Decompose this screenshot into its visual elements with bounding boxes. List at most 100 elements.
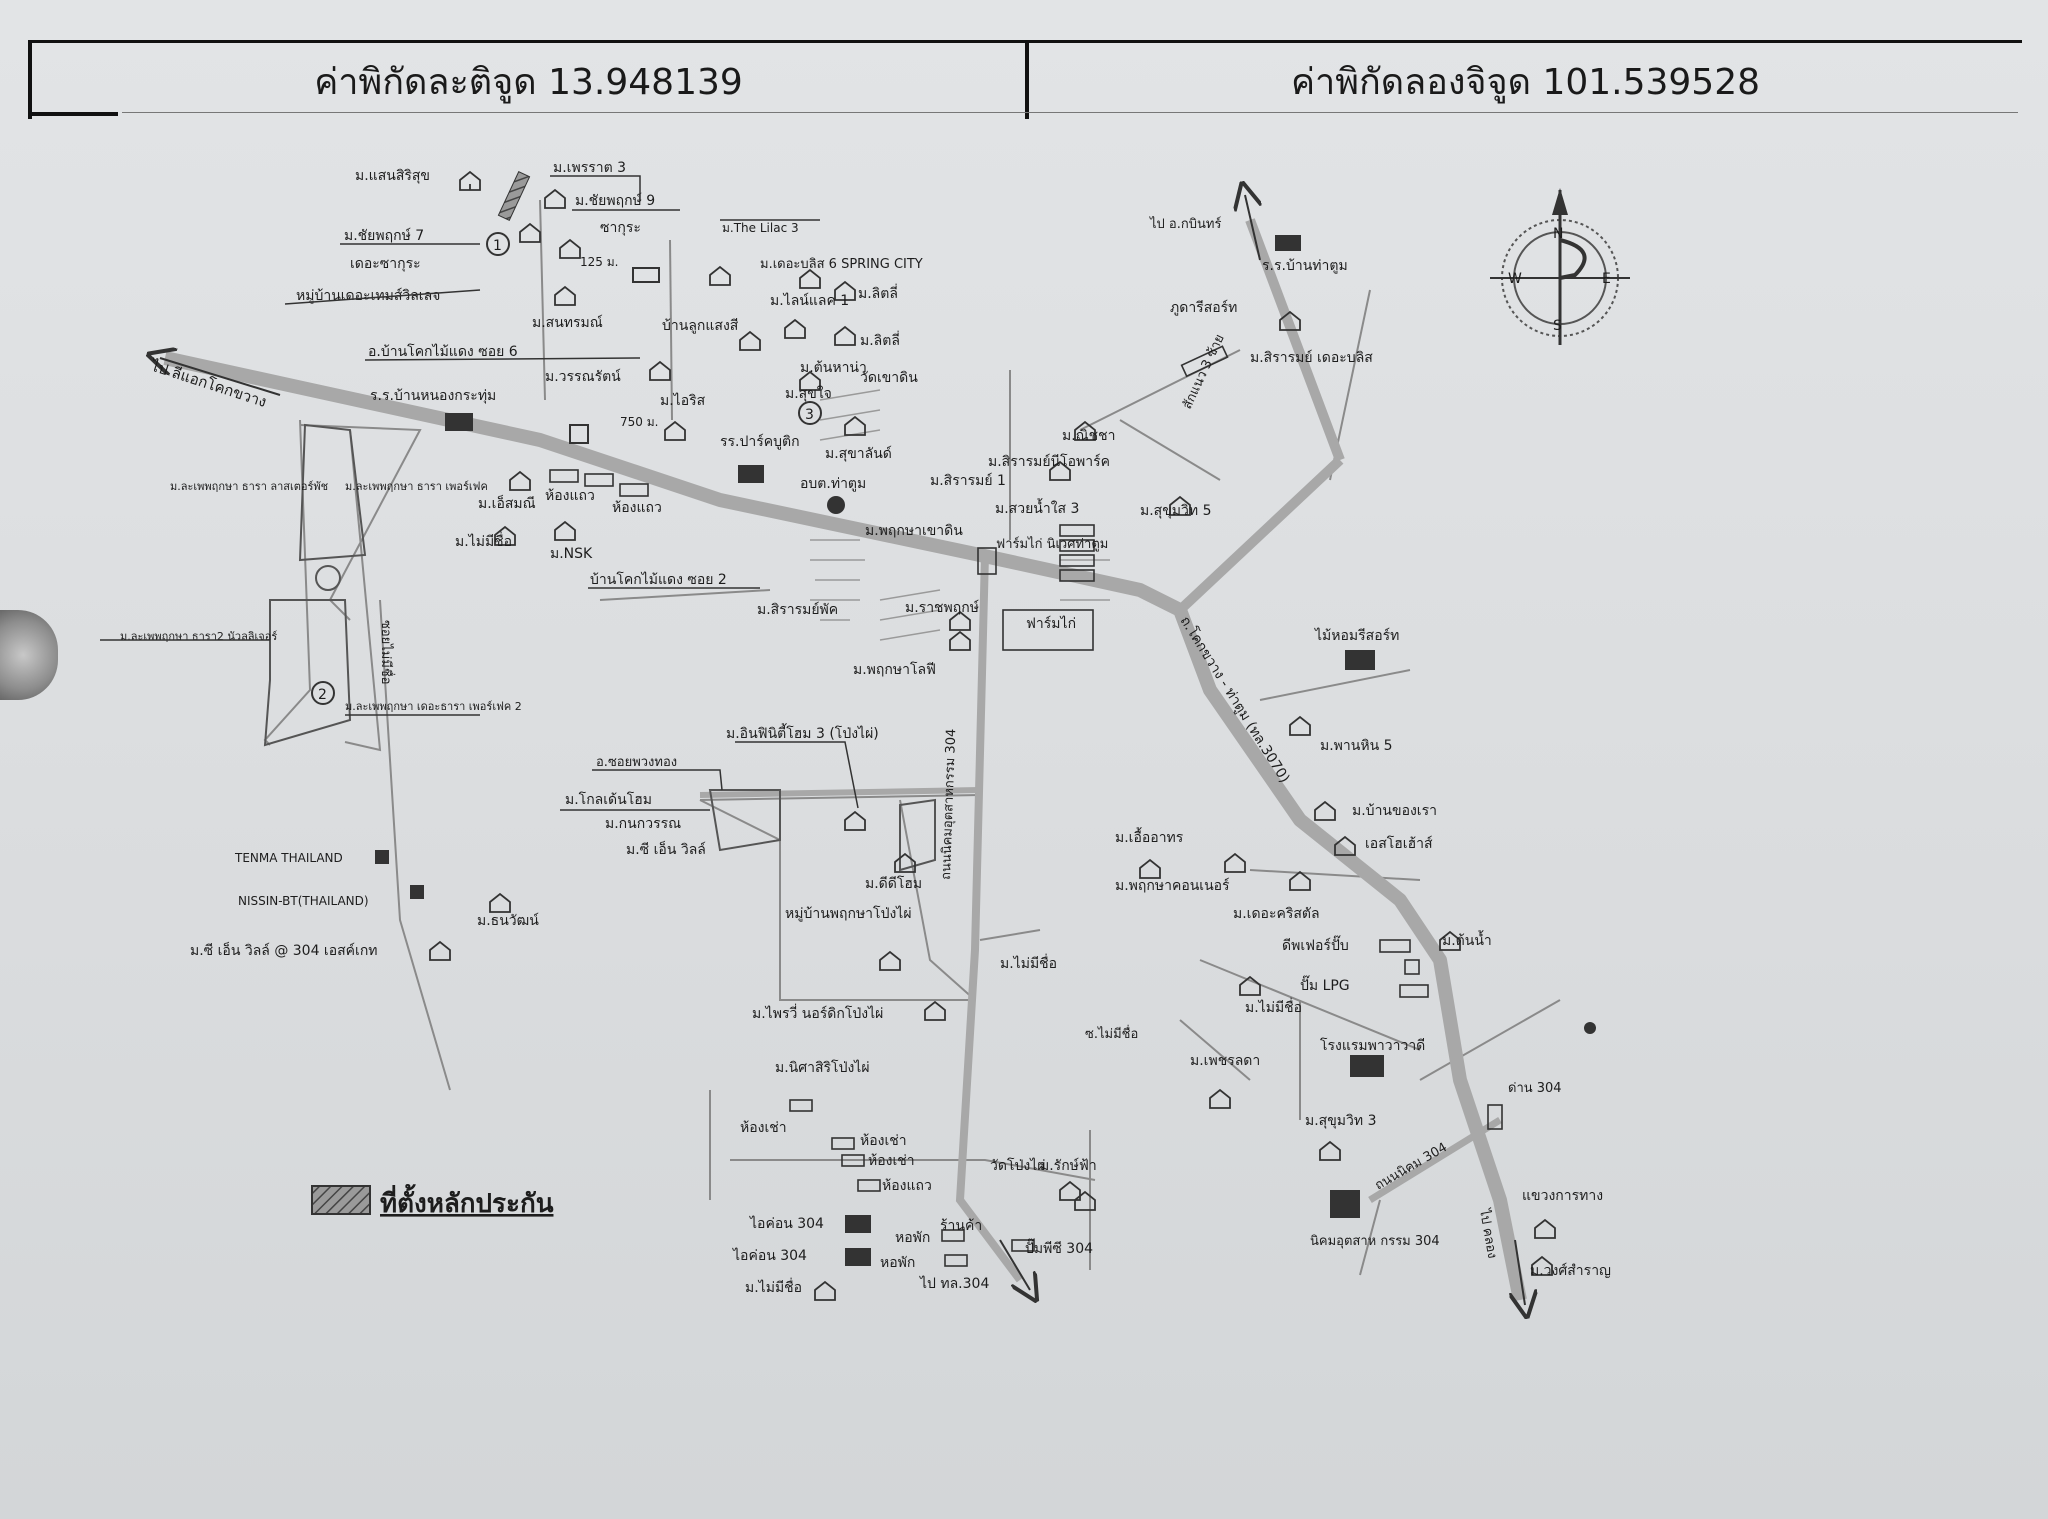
- place-label: ม.รักษ์ฟ้า: [1040, 1157, 1097, 1174]
- place-label: ม.นิศาสิริโป่งไผ่: [775, 1059, 870, 1076]
- place-label: ไอค่อน 304: [732, 1247, 807, 1264]
- svg-text:2: 2: [318, 687, 327, 703]
- place-label: ม.ราชพฤกษ์: [905, 599, 979, 616]
- place-label: ร.ร.บ้านหนองกระทุ่ม: [370, 388, 496, 404]
- building-icons: [375, 235, 1596, 1266]
- place-label: ร.ร.บ้านท่าตูม: [1262, 258, 1348, 274]
- road-304: [955, 554, 1024, 1283]
- collateral-site: [497, 171, 531, 221]
- place-label: ม.ไม่มีชื่อ: [1245, 998, 1302, 1016]
- place-label: เอสโฮเฮ้าส์: [1365, 835, 1433, 852]
- legend-swatch: [311, 1185, 371, 1215]
- numbered-markers: 1 2 3: [311, 232, 822, 705]
- latitude-label: ค่าพิกัดละติจูด 13.948139: [32, 43, 1029, 119]
- label-soi-maimeechue: ซอยไม่มีชื่อ: [378, 620, 395, 685]
- place-label: ม.ณิชชา: [1062, 428, 1116, 444]
- place-label: ม.ต้นน้ำ: [1442, 930, 1492, 949]
- place-label: ม.ซี เอ็น วิลล์: [626, 840, 706, 858]
- legend-label: ที่ตั้งหลักประกัน: [380, 1183, 554, 1219]
- compass-s: S: [1553, 318, 1562, 334]
- label-soi-phuangthong: อ.ซอยพวงทอง: [596, 755, 677, 770]
- place-label: ปั๊มพีซี 304: [1025, 1238, 1093, 1257]
- plot-dhara2: [263, 599, 352, 747]
- compass-n: N: [1553, 226, 1563, 242]
- place-label: ม.เอ็สมณี: [478, 494, 536, 512]
- plot-golden-home: [708, 789, 781, 852]
- arrow-south: [1515, 1239, 1525, 1305]
- place-label: ม.ละเพพฤกษา ธารา เพอร์เฟค: [345, 480, 488, 493]
- place-label: ห้องแถว: [612, 500, 662, 516]
- place-label: ด่าน 304: [1508, 1081, 1562, 1096]
- place-label: หอพัก: [895, 1230, 930, 1246]
- place-label: ห้องเช่า: [868, 1153, 915, 1169]
- place-label: ม.โกลเด้นโฮม: [565, 791, 652, 808]
- arrow-tl304: [999, 1239, 1030, 1290]
- place-label: อบต.ท่าตูม: [800, 476, 866, 492]
- place-label: ห้องเช่า: [860, 1133, 907, 1149]
- label-hwy-3070: ถ.โคกขวาง - ท่าตูม (ทล.3070): [1177, 613, 1294, 786]
- place-label: วัดเขาดิน: [860, 370, 918, 386]
- label-road-304: ถนนนิคมอุตสาหกรรม 304: [939, 729, 959, 881]
- place-label: ม.ไม่มีชื่อ: [455, 532, 512, 550]
- label-to-prachinburi: ไป อ.กบินทร์: [1149, 216, 1221, 232]
- place-label: ม.NSK: [550, 546, 593, 562]
- place-label: ม.สิรารมย์ 1: [930, 472, 1006, 489]
- svg-text:3: 3: [805, 407, 814, 423]
- place-label: ม.สุขาลันด์: [825, 445, 892, 462]
- place-label: ม.สิรารมย์พัค: [757, 601, 838, 618]
- place-label: ม.ลิตลี่: [860, 331, 900, 349]
- plot-dd-home: [899, 798, 936, 872]
- plot-dharasta: [298, 423, 367, 562]
- place-label: ห้องเช่า: [740, 1120, 787, 1136]
- place-label: ม.สิรารมย์นีโอพาร์ค: [988, 453, 1110, 470]
- place-label: ม.เพรราต 3: [553, 160, 626, 176]
- place-label: ม.ไอริส: [660, 392, 706, 409]
- place-label: ม.วรรณรัตน์: [545, 368, 621, 385]
- place-label: นิคมอุตสาห กรรม 304: [1310, 1234, 1440, 1249]
- longitude-label: ค่าพิกัดลองจิจูด 101.539528: [1290, 61, 1761, 103]
- place-label: ม.สนทรมณ์: [532, 314, 603, 331]
- place-label: ปั๊ม LPG: [1300, 975, 1350, 994]
- label-dist-750: 750 ม.: [620, 415, 658, 429]
- place-label: ม.ไลน์แลค 1: [770, 292, 849, 309]
- binder-clip: [0, 610, 58, 700]
- place-label: ม.ลิตลี่: [858, 284, 898, 302]
- place-label: เดอะซากุระ: [350, 256, 421, 272]
- place-label: ม.เดอะบลิส 6 SPRING CITY: [760, 257, 923, 272]
- place-label: ร้านค้า: [940, 1218, 982, 1234]
- coordinate-header: ค่าพิกัดละติจูด 13.948139 ค่าพิกัดลองจิจ…: [28, 40, 2022, 119]
- place-label: ไอค่อน 304: [749, 1215, 824, 1232]
- compass-e: E: [1602, 271, 1611, 287]
- roundabout: [315, 565, 341, 591]
- place-label: ม.พฤกษาเขาดิน: [865, 523, 963, 539]
- place-label: ม.พฤกษาคอนเนอร์: [1115, 877, 1230, 894]
- place-label: ม.ไม่มีชื่อ: [745, 1278, 802, 1296]
- label-sakaew-3: สักแนว 3 ซ้าย: [1180, 332, 1228, 411]
- place-label: บ้านลูกแสงสี: [662, 318, 739, 334]
- label-road-304-b: ถนนนิคม 304: [1373, 1140, 1450, 1193]
- leader-lines: [100, 175, 859, 811]
- place-label: ม.ซี เอ็น วิลล์ @ 304 เอสค์เกท: [190, 941, 378, 959]
- place-label: ม.เอื้ออาทร: [1115, 827, 1184, 846]
- place-label: ม.ต้นหาน่า: [800, 360, 867, 376]
- place-label: ม.ไพรวี่ นอร์ดิกโป่งไผ่: [752, 1004, 883, 1022]
- house-icons: [429, 170, 1556, 1301]
- place-label: ม.เพชรลดา: [1190, 1053, 1260, 1069]
- place-label: ฟาร์มไก่ นิเวศท่าตูม: [996, 536, 1108, 552]
- place-label: โรงแรมพาวาวาดี: [1320, 1037, 1425, 1054]
- place-label: ม.สวยน้ำใส 3: [995, 498, 1079, 517]
- place-label: ม.The Lilac 3: [722, 221, 799, 235]
- place-label: ม.วงศ์สำราญ: [1530, 1262, 1611, 1279]
- label-nikom-maimeechue: ซ.ไม่มีชื่อ: [1085, 1025, 1138, 1042]
- place-label: ม.ดีดีโฮม: [865, 875, 922, 892]
- soi-phuangthong-road: [699, 787, 981, 798]
- label-dist-125: 125 ม.: [580, 255, 618, 269]
- place-label: ม.ละเพพฤกษา ธารา ลาสเตอร์พัช: [170, 480, 328, 493]
- place-label: NISSIN-BT(THAILAND): [238, 894, 369, 908]
- place-label: ม.ชัยพฤกษ์ 9: [575, 192, 655, 209]
- row-houses: [549, 345, 1503, 1267]
- place-label: ภูดารีสอร์ท: [1170, 299, 1237, 316]
- place-label: ม.ธนวัฒน์: [477, 912, 539, 929]
